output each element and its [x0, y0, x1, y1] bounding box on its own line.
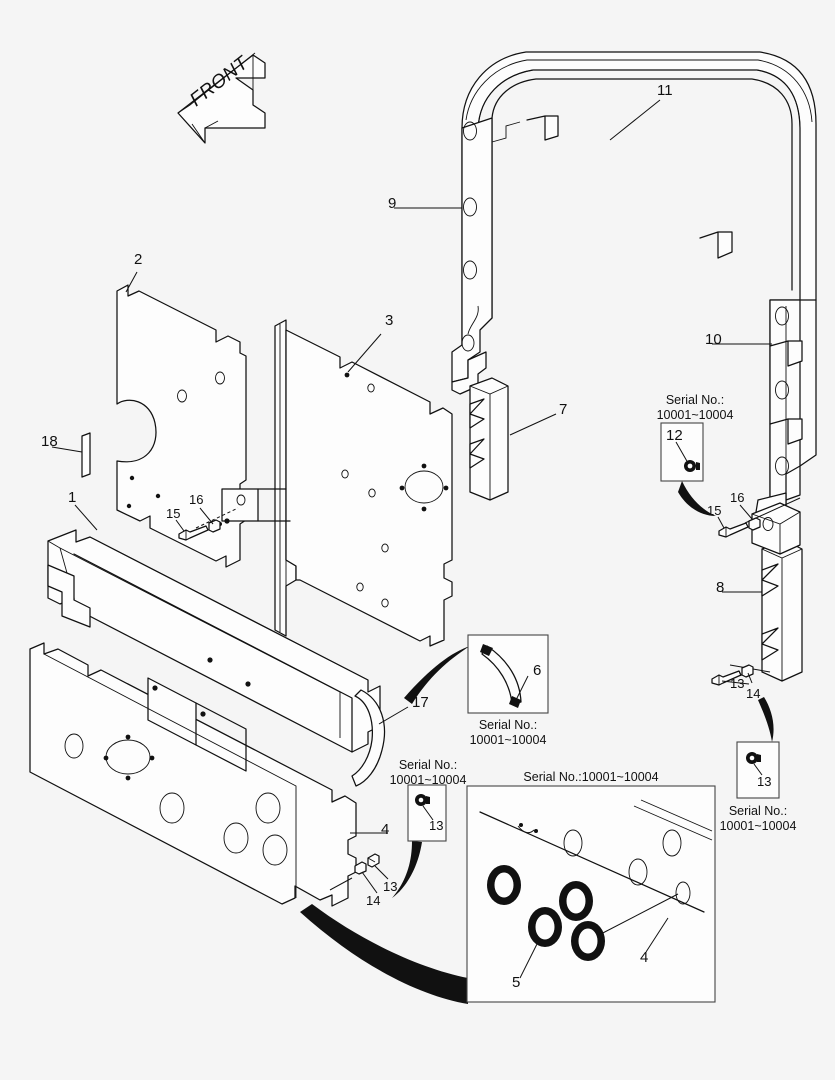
callout-15-right: 15: [707, 503, 722, 518]
part-9-frame-post-left: [451, 117, 521, 395]
serial-label-13-left: Serial No.: 10001~10004: [372, 758, 484, 788]
part-1-cross-beam-rail: [47, 529, 381, 753]
serial-label-6-line1: Serial No.:: [478, 718, 538, 732]
callout-1: 1: [68, 489, 77, 506]
fastener-group-left-15-16: [178, 507, 239, 541]
front-arrow-icon: FRONT: [177, 52, 266, 144]
callout-12: 12: [666, 427, 683, 444]
serial-label-12: Serial No.: 10001~10004: [640, 393, 750, 423]
callout-5: 5: [512, 974, 521, 991]
detail-box-13-right: [736, 741, 780, 799]
grommet-5-d: [571, 921, 605, 961]
callout-6: 6: [533, 662, 542, 679]
callout-11: 11: [657, 82, 673, 99]
detail-box-13-left: [407, 784, 447, 842]
fastener-group-left-13-14: [329, 853, 380, 891]
serial-label-detail-4-5: Serial No.:10001~10004: [467, 770, 715, 785]
part-2-side-panel-left: [116, 284, 247, 568]
serial-label-13-right-line1: Serial No.:: [728, 804, 788, 818]
callout-13-plate4: 13: [383, 879, 398, 894]
callout-9: 9: [388, 195, 397, 212]
frame-notch-upper: [526, 115, 733, 259]
callout-17: 17: [412, 694, 429, 711]
callout-14-bracket8: 14: [746, 686, 761, 701]
callout-15-left: 15: [166, 506, 181, 521]
serial-label-12-line1: Serial No.:: [665, 393, 725, 407]
part-18-pin-strip: [81, 432, 91, 478]
serial-label-13-right-line2: 10001~10004: [719, 818, 797, 833]
serial-label-6-line2: 10001~10004: [469, 732, 547, 747]
bolt-12-icon: [684, 460, 700, 472]
detail-box-4-5: [466, 785, 716, 1003]
grommet-5-b: [528, 907, 562, 947]
serial-label-12-line2: 10001~10004: [656, 407, 734, 422]
callout-3: 3: [385, 312, 394, 329]
callout-4-detail: 4: [640, 949, 649, 966]
callout-13-bracket8: 13: [730, 676, 745, 691]
grommet-5-c: [559, 881, 593, 921]
callout-8: 8: [716, 579, 725, 596]
part-11-frame-top-rail: [461, 51, 817, 346]
callout-14-plate4: 14: [366, 893, 381, 908]
part-4-bottom-plate: [29, 642, 357, 907]
callout-16-right: 16: [730, 490, 745, 505]
serial-label-detail-4-5-line1: Serial No.:10001~10004: [523, 770, 659, 784]
fastener-group-right-15-16: [718, 497, 801, 538]
detail-box-12: [660, 422, 704, 482]
grommet-5-a: [487, 865, 521, 905]
detail-box-6: [467, 634, 549, 714]
bolt-13-left-icon: [415, 794, 430, 806]
part-7-notched-block: [469, 377, 509, 501]
serial-label-13-left-line2: 10001~10004: [389, 772, 467, 787]
part-8-vertical-bracket: [751, 502, 803, 682]
serial-label-13-left-line1: Serial No.:: [398, 758, 458, 772]
callout-2: 2: [134, 251, 143, 268]
callout-7: 7: [559, 401, 568, 418]
bolt-13-right-icon: [746, 752, 761, 764]
callout-16-left: 16: [189, 492, 204, 507]
callout-18: 18: [41, 433, 58, 450]
callout-4: 4: [381, 821, 390, 838]
callout-13-box-left: 13: [429, 818, 444, 833]
callout-13-box-right: 13: [757, 774, 772, 789]
leader-lines: [51, 99, 772, 894]
serial-label-6: Serial No.: 10001~10004: [452, 718, 564, 748]
part-17-curved-strip-installed: [351, 689, 386, 787]
callout-10: 10: [705, 331, 722, 348]
part-3-side-panel-right: [221, 319, 453, 647]
swoosh-arrows: [300, 481, 774, 1004]
serial-label-13-right: Serial No.: 10001~10004: [702, 804, 814, 834]
